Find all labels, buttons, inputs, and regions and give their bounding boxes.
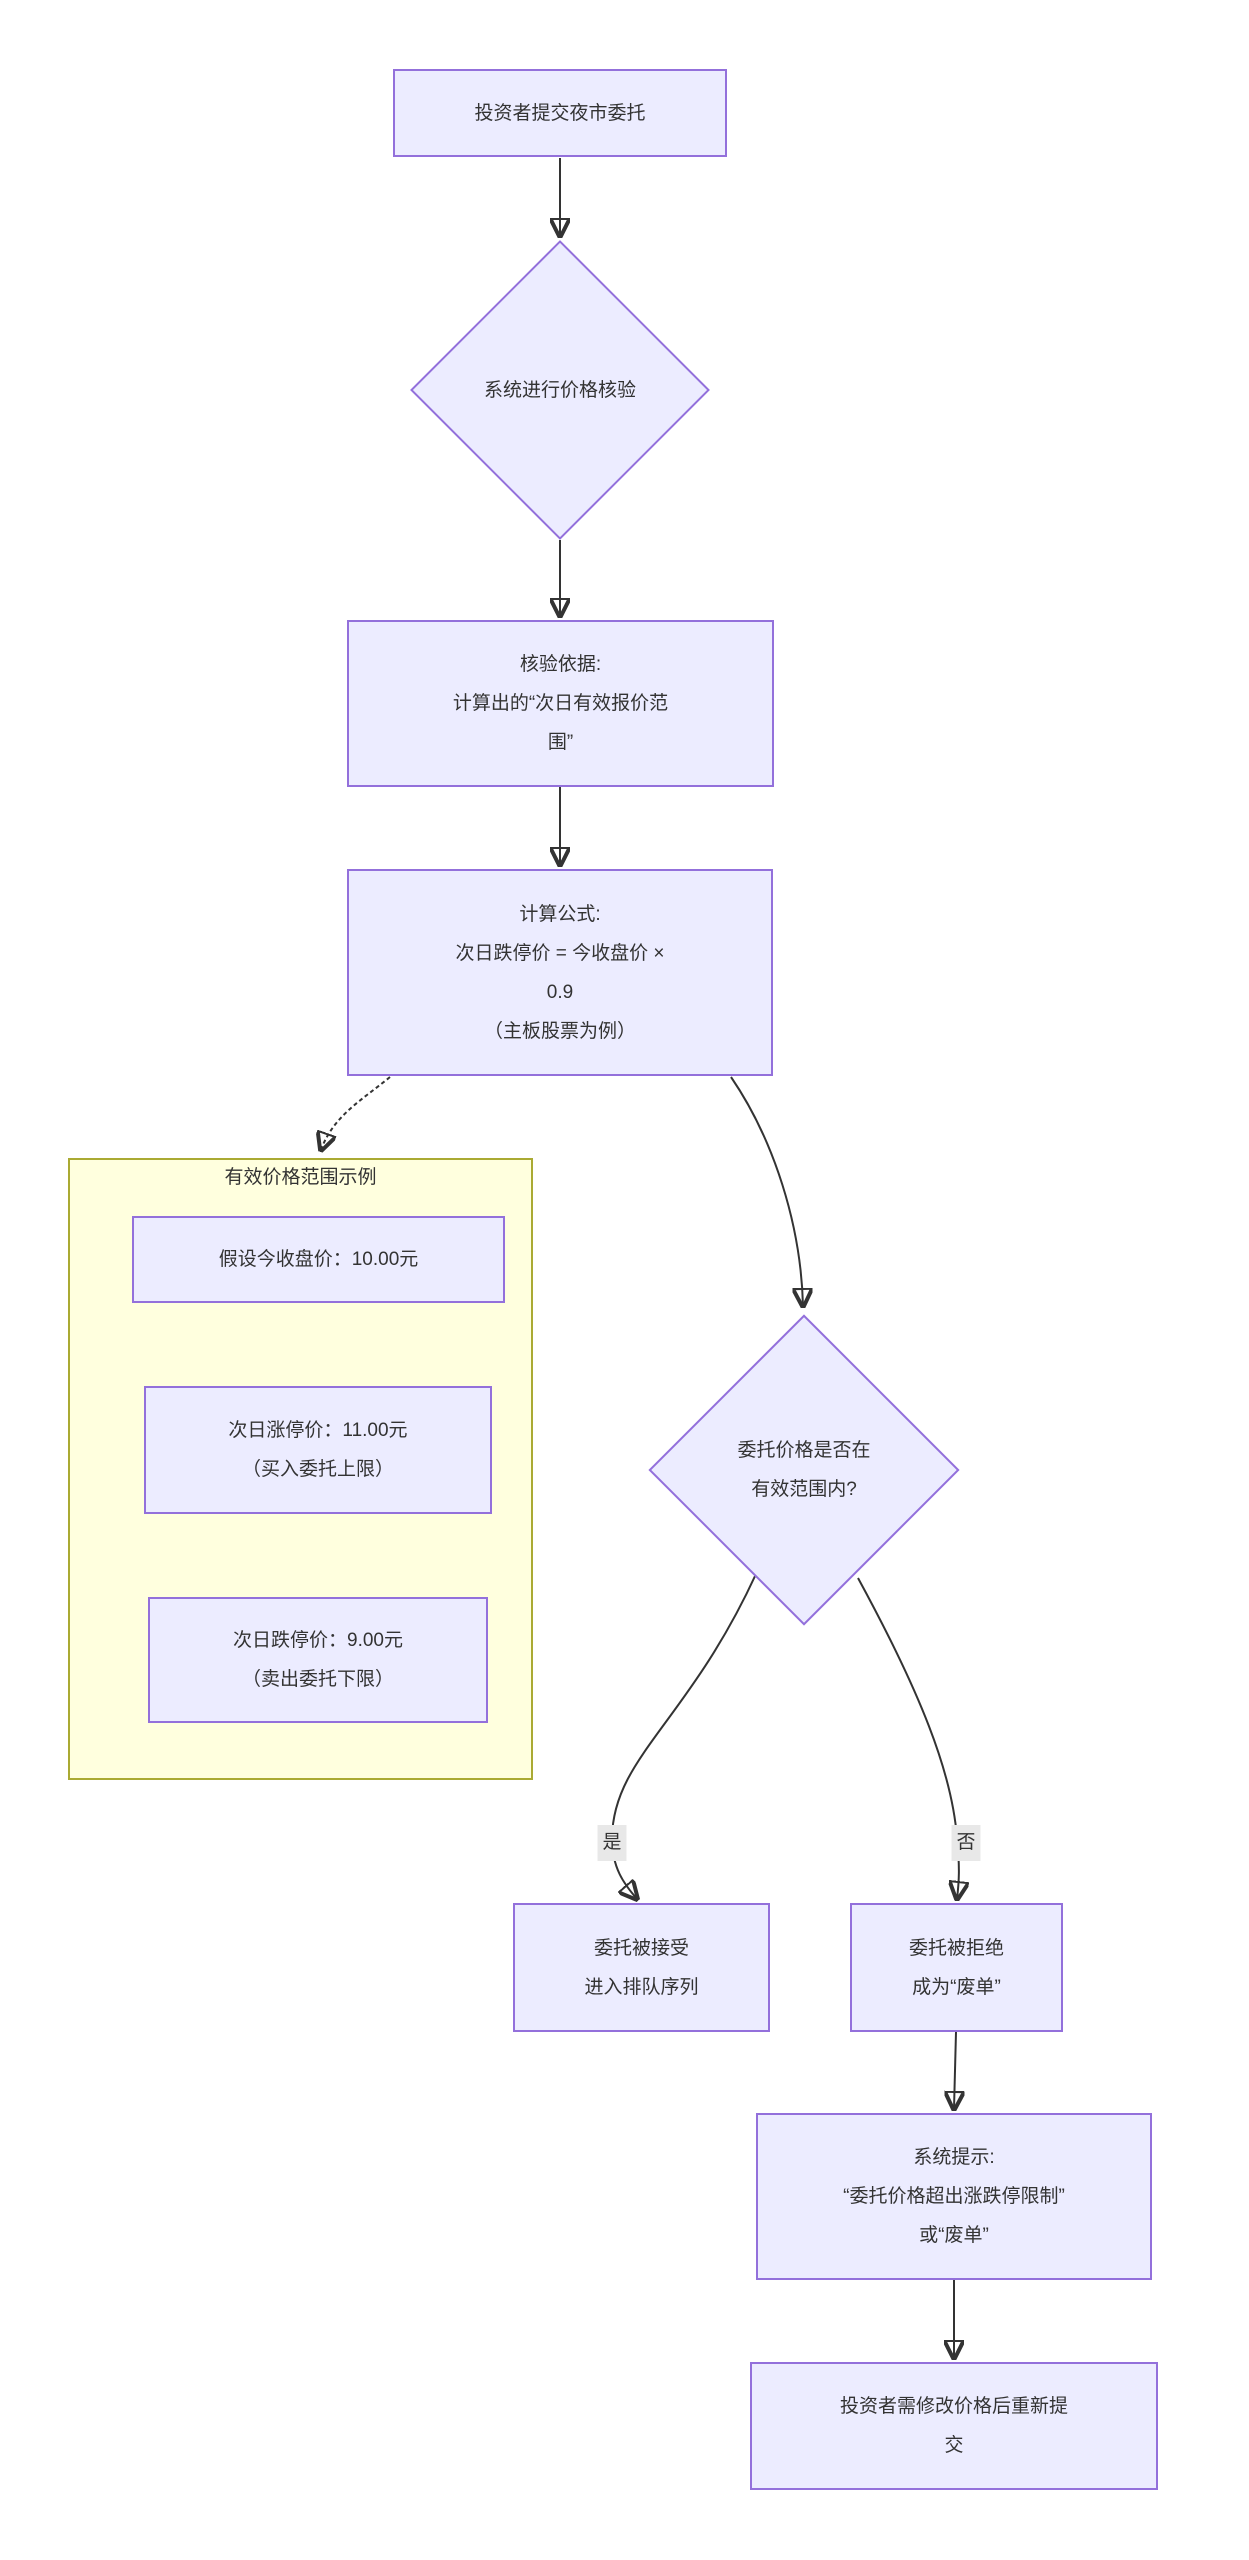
- node-text-line: 委托价格是否在: [737, 1440, 871, 1461]
- edge-label-no: 否: [951, 1825, 981, 1861]
- flow-node-submit: 投资者提交夜市委托: [393, 69, 727, 157]
- edge-decision-accepted-yes: [610, 1573, 757, 1899]
- node-text-line: 系统进行价格核验: [483, 379, 636, 401]
- node-text-line: 进入排队序列: [584, 1976, 699, 1998]
- node-text-line: （买入委托上限）: [241, 1459, 394, 1480]
- flow-node-example-upper-limit: 次日涨停价：11.00元 （买入委托上限）: [144, 1386, 492, 1514]
- edge-rejected-prompt: [954, 2031, 956, 2109]
- node-text-line: 计算公式:: [519, 903, 601, 925]
- node-text-line: 0.9: [546, 981, 574, 1003]
- node-text-line: 次日跌停价 = 今收盘价 ×: [455, 942, 665, 964]
- node-text-line: 假设今收盘价：10.00元: [218, 1249, 419, 1270]
- node-text-line: 委托被拒绝: [908, 1937, 1004, 1959]
- node-text-line: 核验依据:: [519, 654, 602, 675]
- decision-label-range: 委托价格是否在 有效范围内?: [654, 1430, 954, 1510]
- flow-node-example-lower-limit: 次日跌停价：9.00元 （卖出委托下限）: [148, 1597, 488, 1723]
- flow-node-rejected: 委托被拒绝 成为“废单”: [850, 1903, 1063, 2032]
- decision-label-verify: 系统进行价格核验: [410, 370, 710, 410]
- node-text-line: （主板股票为例）: [483, 1020, 636, 1042]
- node-text-line: 委托被接受: [593, 1937, 689, 1959]
- node-text-line: （卖出委托下限）: [241, 1669, 394, 1690]
- node-text-line: 次日涨停价：11.00元: [228, 1420, 408, 1441]
- flow-node-formula: 计算公式: 次日跌停价 = 今收盘价 × 0.9 （主板股票为例）: [347, 869, 773, 1076]
- flow-node-example-close-price: 假设今收盘价：10.00元: [132, 1216, 505, 1303]
- node-text-line: 交: [944, 2435, 964, 2456]
- edge-decision-rejected-no: [857, 1577, 959, 1899]
- edge-formula-example-dashed: [321, 1076, 391, 1150]
- node-text-line: 有效范围内?: [751, 1479, 857, 1500]
- node-text-line: 投资者提交夜市委托: [474, 102, 646, 124]
- node-text-line: 系统提示:: [913, 2147, 995, 2168]
- flow-node-resubmit: 投资者需修改价格后重新提 交: [750, 2362, 1158, 2490]
- flow-node-accepted: 委托被接受 进入排队序列: [513, 1903, 770, 2032]
- flow-node-system-prompt: 系统提示: “委托价格超出涨跌停限制” 或“废单”: [756, 2113, 1152, 2280]
- node-text-line: 投资者需修改价格后重新提: [839, 2396, 1068, 2417]
- subgraph-title: 有效价格范围示例: [224, 1167, 377, 1188]
- flow-node-basis: 核验依据: 计算出的“次日有效报价范 围”: [347, 620, 774, 787]
- node-text-line: 计算出的“次日有效报价范: [452, 693, 669, 714]
- node-text-line: 次日跌停价：9.00元: [233, 1630, 403, 1651]
- node-text-line: “委托价格超出涨跌停限制”: [843, 2186, 1065, 2207]
- node-text-line: 围”: [547, 732, 574, 753]
- edge-label-yes: 是: [597, 1825, 627, 1861]
- edge-formula-decision: [730, 1076, 803, 1306]
- node-text-line: 或“废单”: [919, 2225, 989, 2246]
- node-text-line: 成为“废单”: [912, 1976, 1001, 1998]
